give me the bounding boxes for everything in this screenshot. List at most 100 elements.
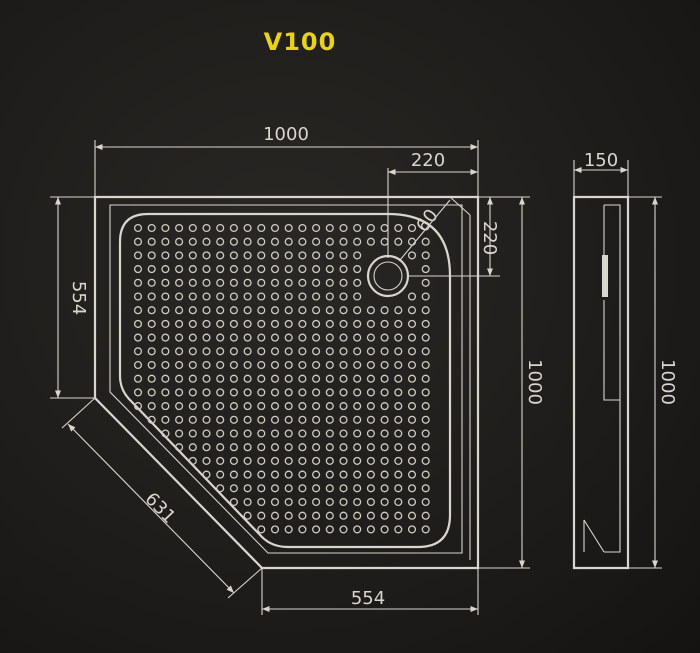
anti-slip-dot	[339, 484, 348, 493]
anti-slip-dot	[188, 347, 197, 356]
anti-slip-dot	[298, 511, 307, 520]
anti-slip-dot	[188, 237, 197, 246]
anti-slip-dot	[175, 237, 184, 246]
anti-slip-dot	[202, 470, 211, 479]
anti-slip-dot	[216, 306, 225, 315]
anti-slip-dot	[339, 415, 348, 424]
anti-slip-dot	[353, 484, 362, 493]
anti-slip-dot	[339, 251, 348, 260]
anti-slip-dot	[270, 484, 280, 493]
anti-slip-dot	[284, 347, 293, 356]
anti-slip-dot	[243, 415, 252, 424]
anti-slip-dot	[161, 402, 170, 411]
anti-slip-dot	[161, 278, 170, 287]
anti-slip-dot	[161, 319, 170, 328]
anti-slip-dot	[325, 292, 334, 301]
anti-slip-dot	[257, 360, 266, 370]
anti-slip-dot	[394, 306, 403, 315]
anti-slip-dot	[161, 306, 170, 315]
dim-label-right-height: 1000	[524, 359, 545, 405]
anti-slip-dot	[339, 525, 348, 534]
anti-slip-dot	[147, 333, 156, 342]
anti-slip-dot	[380, 484, 389, 493]
anti-slip-dot	[366, 360, 375, 370]
anti-slip-dot	[298, 388, 307, 397]
anti-slip-dot	[312, 443, 321, 452]
anti-slip-dot	[380, 347, 389, 356]
anti-slip-dot	[270, 237, 280, 246]
anti-slip-dot	[216, 402, 225, 411]
anti-slip-dot	[284, 292, 293, 301]
anti-slip-dot	[243, 292, 252, 301]
anti-slip-dot	[257, 402, 266, 411]
dimension-top-width: 1000	[94, 124, 479, 197]
anti-slip-dot	[133, 237, 143, 246]
anti-slip-dot	[353, 415, 362, 424]
anti-slip-dot	[421, 237, 430, 246]
anti-slip-dot	[366, 525, 375, 534]
anti-slip-dot	[339, 292, 348, 301]
anti-slip-dot	[394, 484, 403, 493]
anti-slip-dot	[175, 429, 184, 438]
anti-slip-dot	[284, 443, 293, 452]
anti-slip-dot	[147, 388, 156, 397]
anti-slip-dot	[216, 374, 225, 383]
side-view-inner-wall	[604, 204, 621, 553]
anti-slip-dot	[202, 374, 211, 383]
anti-slip-dot	[175, 251, 184, 260]
anti-slip-dot	[257, 237, 266, 246]
anti-slip-dot	[216, 443, 225, 452]
anti-slip-dot	[421, 484, 430, 493]
anti-slip-dot	[298, 278, 307, 287]
anti-slip-dot	[421, 429, 430, 438]
anti-slip-dot	[243, 360, 252, 370]
anti-slip-dot	[366, 456, 375, 465]
anti-slip-dot	[243, 251, 252, 260]
anti-slip-dot	[394, 388, 403, 397]
anti-slip-dot	[339, 360, 348, 370]
anti-slip-dot	[353, 333, 362, 342]
anti-slip-dot	[366, 443, 375, 452]
anti-slip-dot	[243, 347, 252, 356]
anti-slip-dot	[216, 429, 225, 438]
anti-slip-dot	[243, 388, 252, 397]
anti-slip-dot	[312, 388, 321, 397]
anti-slip-dot	[353, 511, 362, 520]
anti-slip-dot	[270, 360, 280, 370]
anti-slip-dot	[147, 251, 156, 260]
anti-slip-dot	[407, 429, 417, 438]
anti-slip-dot	[257, 470, 266, 479]
anti-slip-dot	[270, 223, 280, 233]
anti-slip-dot	[312, 511, 321, 520]
anti-slip-dot	[257, 292, 266, 301]
anti-slip-dot	[270, 429, 280, 438]
anti-slip-dot	[202, 388, 211, 397]
anti-slip-dot	[133, 251, 143, 260]
anti-slip-dot	[339, 347, 348, 356]
anti-slip-dot	[394, 429, 403, 438]
anti-slip-dot	[407, 319, 417, 328]
anti-slip-dot	[229, 388, 238, 397]
anti-slip-dot	[175, 265, 184, 274]
anti-slip-dot	[407, 237, 417, 246]
anti-slip-dot	[366, 223, 375, 233]
anti-slip-dot	[202, 251, 211, 260]
anti-slip-dot	[298, 237, 307, 246]
anti-slip-dot	[243, 497, 252, 507]
anti-slip-dot	[270, 443, 280, 452]
anti-slip-dot	[229, 347, 238, 356]
anti-slip-dot	[339, 319, 348, 328]
anti-slip-dot	[284, 360, 293, 370]
anti-slip-dot	[407, 402, 417, 411]
anti-slip-dot	[243, 306, 252, 315]
anti-slip-dot	[325, 278, 334, 287]
anti-slip-dot	[380, 237, 389, 246]
anti-slip-dot	[380, 402, 389, 411]
anti-slip-dot	[394, 511, 403, 520]
anti-slip-dot	[380, 333, 389, 342]
anti-slip-dot	[202, 306, 211, 315]
anti-slip-dot	[394, 443, 403, 452]
anti-slip-dot	[270, 333, 280, 342]
anti-slip-dot	[175, 360, 184, 370]
anti-slip-dot	[312, 360, 321, 370]
